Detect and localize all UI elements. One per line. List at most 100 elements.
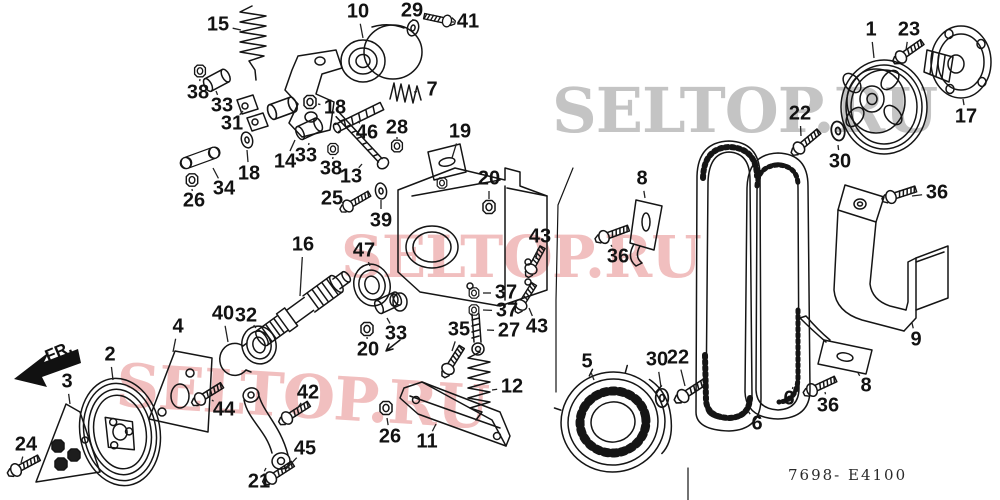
callout-42: 42 [296,381,320,404]
callout-12: 12 [500,375,524,398]
spring-12-drawing [467,351,491,421]
callout-18: 18 [323,96,347,119]
stud-27-drawing [471,313,485,356]
clutch-drum-5-drawing [553,364,673,473]
snap-ring-40-drawing [219,342,252,377]
callout-17: 17 [954,105,978,128]
callout-26: 26 [378,425,402,448]
callout-33: 33 [384,322,408,345]
callout-4: 4 [172,315,184,338]
bushing-33b-drawing [293,115,326,142]
nut-on-tab-drawing [436,177,448,189]
callout-30: 30 [828,150,852,173]
callout-14: 14 [273,150,297,173]
section-boundary-line [555,167,574,393]
callout-8: 8 [860,374,872,397]
callout-27: 27 [497,319,521,342]
nut-26b-drawing [379,400,393,416]
callout-20: 20 [477,167,501,190]
callout-28: 28 [385,116,409,139]
callout-33: 33 [210,94,234,117]
callout-39: 39 [369,209,393,232]
bolt-22t-drawing [787,125,824,160]
callout-37: 37 [494,281,518,304]
diagram-part-code: 7698- E4100 [788,466,908,484]
nut-18-drawing [303,94,317,110]
callout-7: 7 [426,78,438,101]
callout-18: 18 [237,162,261,185]
callout-25: 25 [320,187,344,210]
plate-4-drawing [148,350,213,433]
callout-47: 47 [352,239,376,262]
nut-20b-drawing [360,321,374,337]
callout-33: 33 [294,144,318,167]
strap-21-drawing [242,387,291,470]
callout-43: 43 [528,225,552,248]
callout-36: 36 [925,181,949,204]
callout-35: 35 [447,318,471,341]
nut-37b-drawing [468,304,480,316]
washer-39-drawing [373,181,389,201]
callout-29: 29 [400,0,424,22]
callout-37: 37 [495,299,519,322]
pulley-2-drawing [78,377,162,487]
callout-15: 15 [206,13,230,36]
nut-26-drawing [185,173,199,187]
bracket-8-top-drawing [629,199,663,267]
bracket-11-drawing [399,381,511,447]
callout-41: 41 [456,10,480,33]
callout-38: 38 [186,81,210,104]
bracket-8-right-drawing [799,315,873,375]
spring-15-drawing [239,5,267,81]
stud-46-drawing [332,101,385,134]
bolt-36r-drawing [879,182,919,207]
callout-36: 36 [816,394,840,417]
callout-24: 24 [14,433,38,456]
nut-28-drawing [390,139,404,153]
callout-46: 46 [355,121,379,144]
callout-6: 6 [783,387,795,410]
callout-5: 5 [581,350,593,373]
callout-40: 40 [211,302,235,325]
callout-20: 20 [356,338,380,361]
plate-3-drawing [35,403,101,483]
callout-2: 2 [104,343,116,366]
stud-13-drawing [335,112,390,170]
callout-13: 13 [339,165,363,188]
callout-9: 9 [910,328,922,351]
callout-16: 16 [291,233,315,256]
callout-22: 22 [666,346,690,369]
nut-37a-drawing [468,287,480,299]
pivot-bracket-14-drawing [284,49,343,138]
callout-31: 31 [220,112,244,135]
bolt-36t-drawing [592,221,632,247]
bolt-35-drawing [436,342,469,381]
nut-38b-drawing [327,142,339,156]
callout-3: 3 [61,370,73,393]
callout-36: 36 [606,245,630,268]
nut-38-drawing [193,64,207,78]
roller-10-drawing [340,24,423,83]
callout-11: 11 [416,430,438,453]
callout-32: 32 [234,304,258,327]
bearing-47-drawing [353,263,391,307]
callout-38: 38 [319,157,343,180]
pin-34-drawing [178,144,223,172]
belt-6-drawing [687,140,811,500]
callout-45: 45 [293,437,317,460]
callout-10: 10 [346,0,370,23]
callout-34: 34 [212,177,236,200]
bracket-19-drawing [389,143,548,312]
callout-19: 19 [448,120,472,143]
callout-6: 6 [751,412,763,435]
bolt-41-drawing [422,9,457,30]
belt-guard-9-drawing [833,184,949,332]
callout-1: 1 [865,18,877,41]
callout-44: 44 [212,398,236,421]
callout-23: 23 [897,18,921,41]
callout-8: 8 [636,167,648,190]
flange-17-drawing [923,25,992,99]
clevis-31-drawing [236,94,269,132]
pulley-1-drawing [840,59,928,155]
